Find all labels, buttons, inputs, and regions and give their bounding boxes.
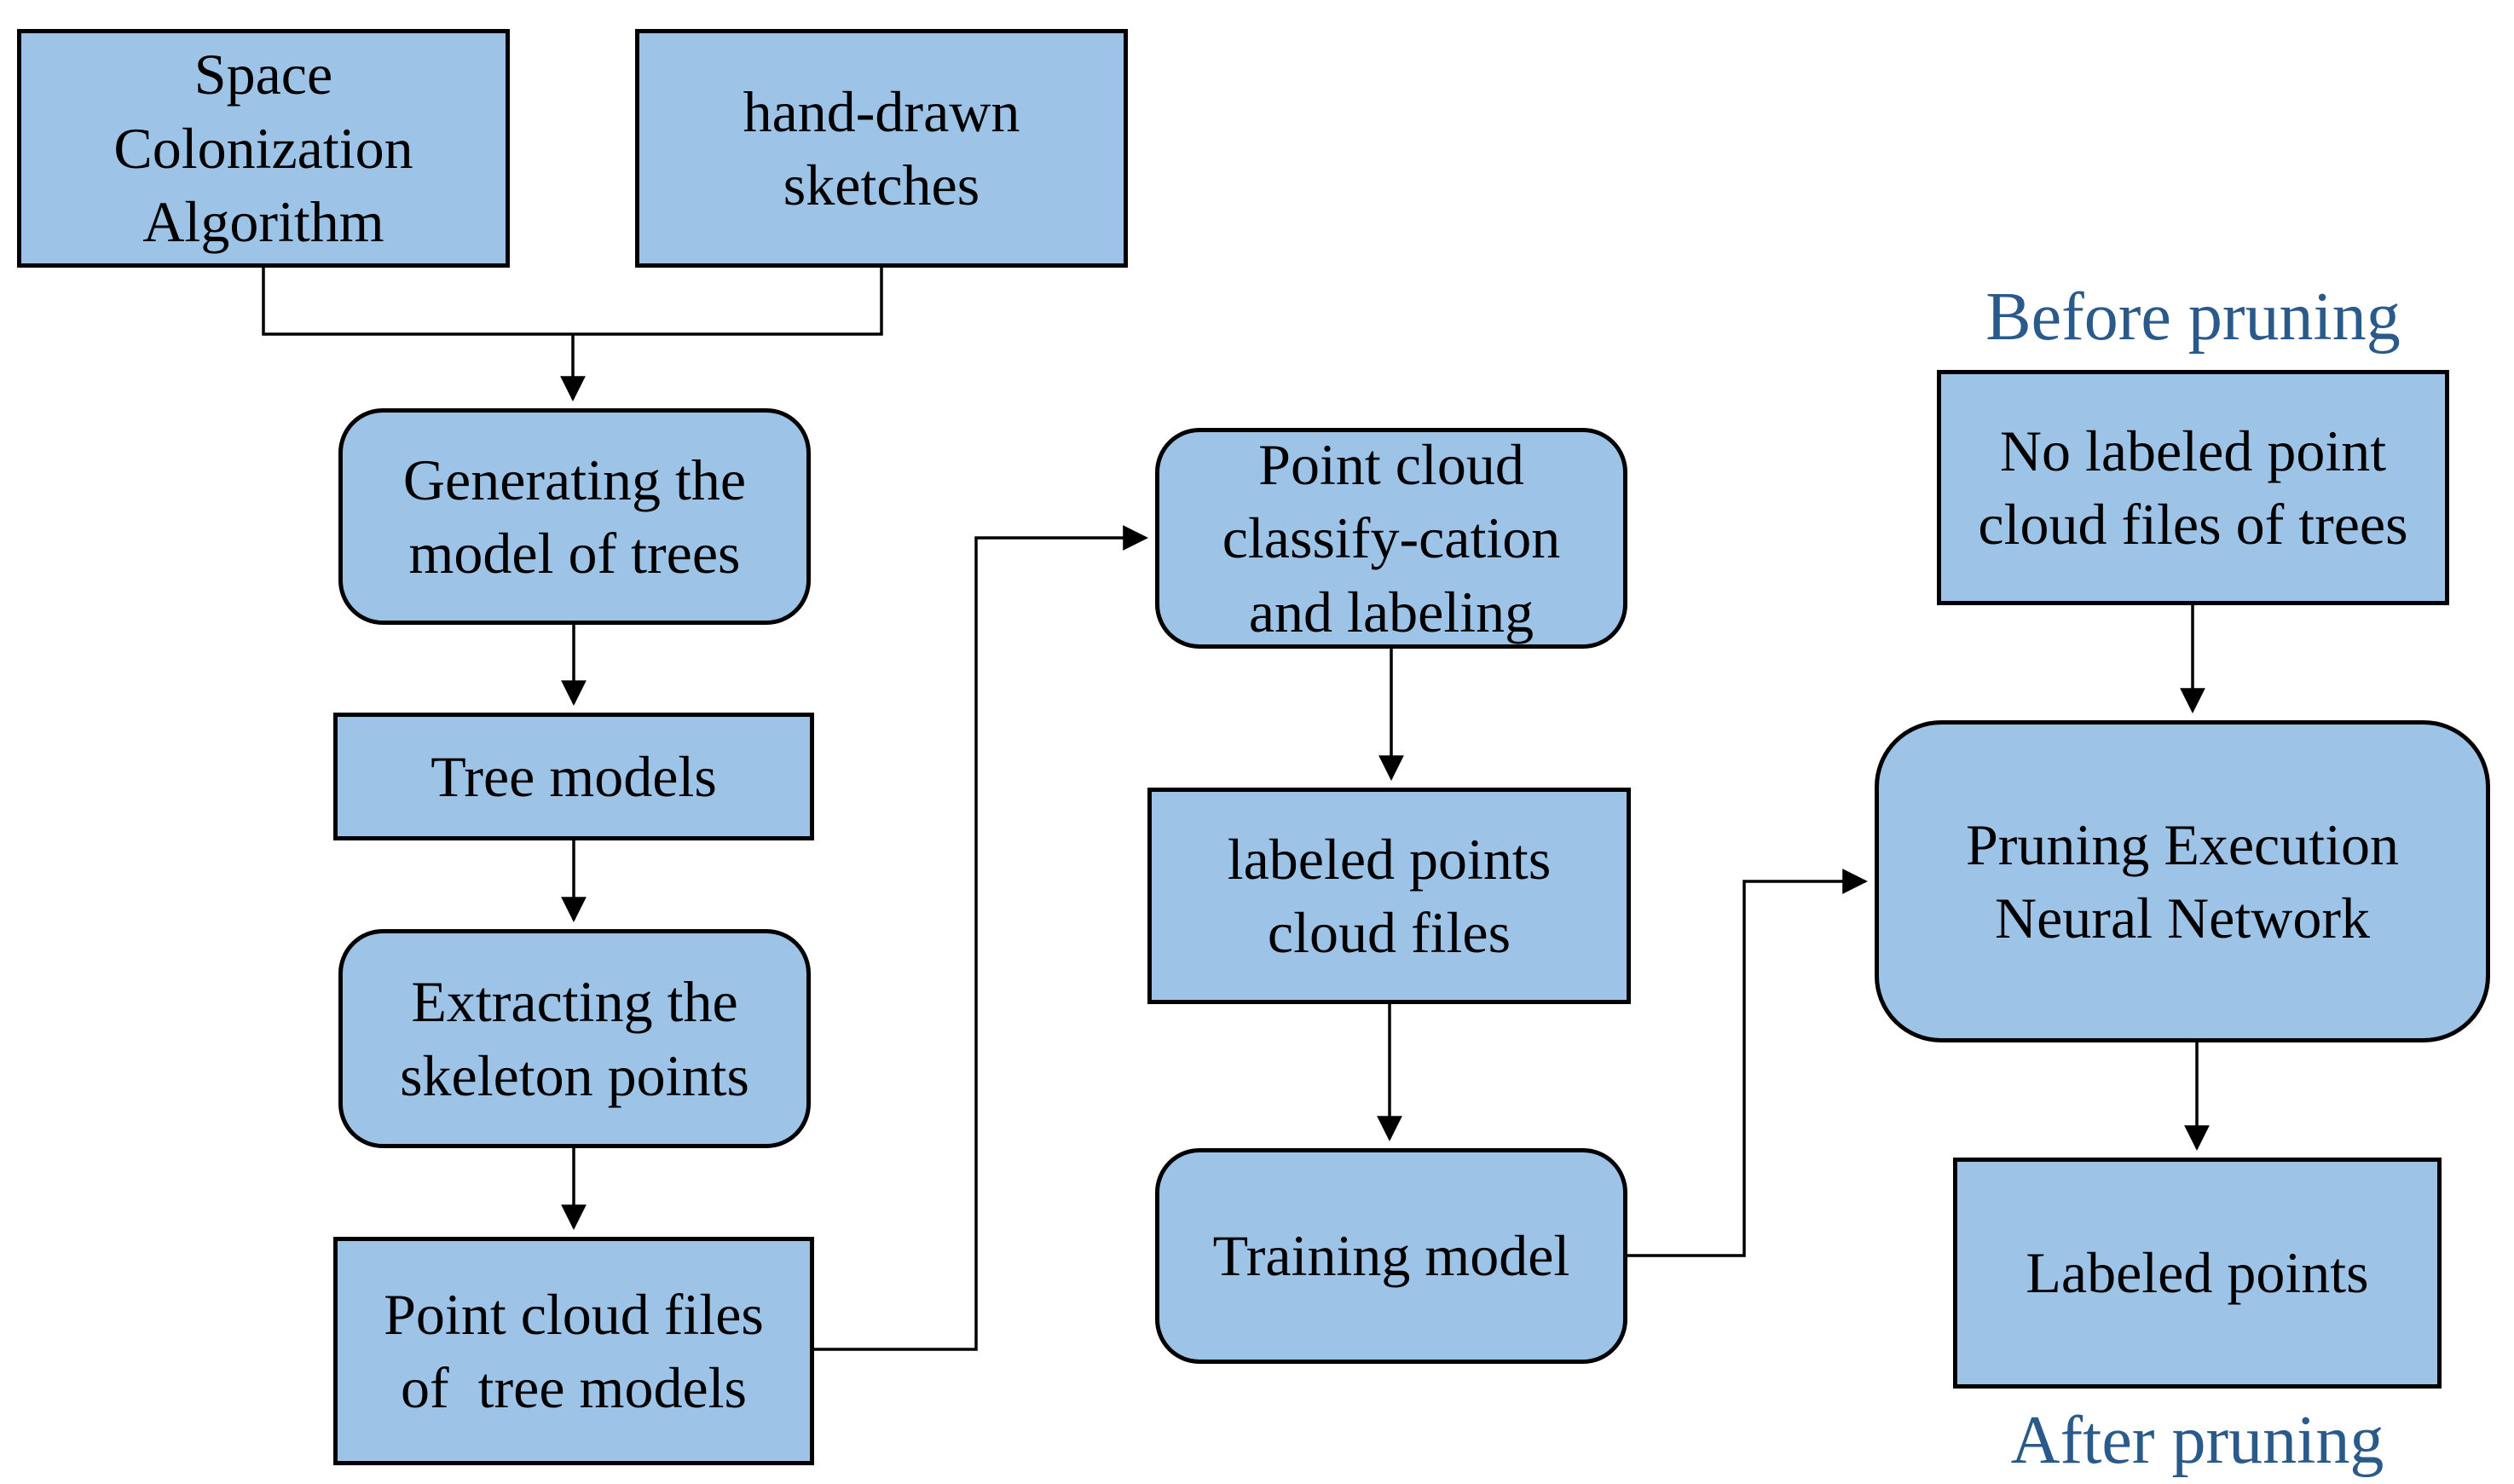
node-extracting-skeleton-points: Extracting the skeleton points — [338, 929, 811, 1148]
node-label: Generating the model of trees — [402, 447, 747, 586]
connector-merge-bracket — [262, 268, 883, 336]
node-label: Space Colonization Algorithm — [113, 42, 413, 255]
node-label: Tree models — [431, 743, 717, 809]
node-label: hand-drawn sketches — [743, 78, 1020, 217]
node-pruning-execution-neural-network: Pruning Execution Neural Network — [1875, 720, 2490, 1042]
node-generating-model-of-trees: Generating the model of trees — [338, 408, 811, 625]
heading-before-pruning: Before pruning — [1985, 280, 2401, 355]
node-no-labeled-point-cloud-files: No labeled point cloud files of trees — [1937, 370, 2449, 605]
node-labeled-points: Labeled points — [1953, 1158, 2442, 1389]
node-label: Training model — [1212, 1223, 1570, 1289]
connector-point-cloud-files-to-classification — [814, 525, 1148, 1351]
node-label: No labeled point cloud files of trees — [1978, 418, 2408, 557]
node-space-colonization-algorithm: Space Colonization Algorithm — [17, 29, 510, 268]
node-training-model: Training model — [1155, 1148, 1627, 1364]
node-label: Point cloud classify-cation and labeling — [1222, 431, 1561, 644]
node-point-cloud-files-of-tree-models: Point cloud files of tree models — [333, 1237, 814, 1465]
heading-after-pruning: After pruning — [2010, 1403, 2384, 1478]
connector-training-to-pruning-nn — [1627, 869, 1868, 1257]
node-labeled-points-cloud-files: labeled points cloud files — [1147, 788, 1631, 1004]
node-label: Extracting the skeleton points — [400, 969, 749, 1108]
node-label: labeled points cloud files — [1227, 826, 1552, 965]
node-point-cloud-classification: Point cloud classify-cation and labeling — [1155, 428, 1627, 649]
node-label: Point cloud files of tree models — [384, 1281, 764, 1420]
node-label: Labeled points — [2026, 1240, 2369, 1306]
node-label: Pruning Execution Neural Network — [1965, 811, 2400, 950]
node-tree-models: Tree models — [333, 713, 814, 840]
node-hand-drawn-sketches: hand-drawn sketches — [635, 29, 1128, 268]
